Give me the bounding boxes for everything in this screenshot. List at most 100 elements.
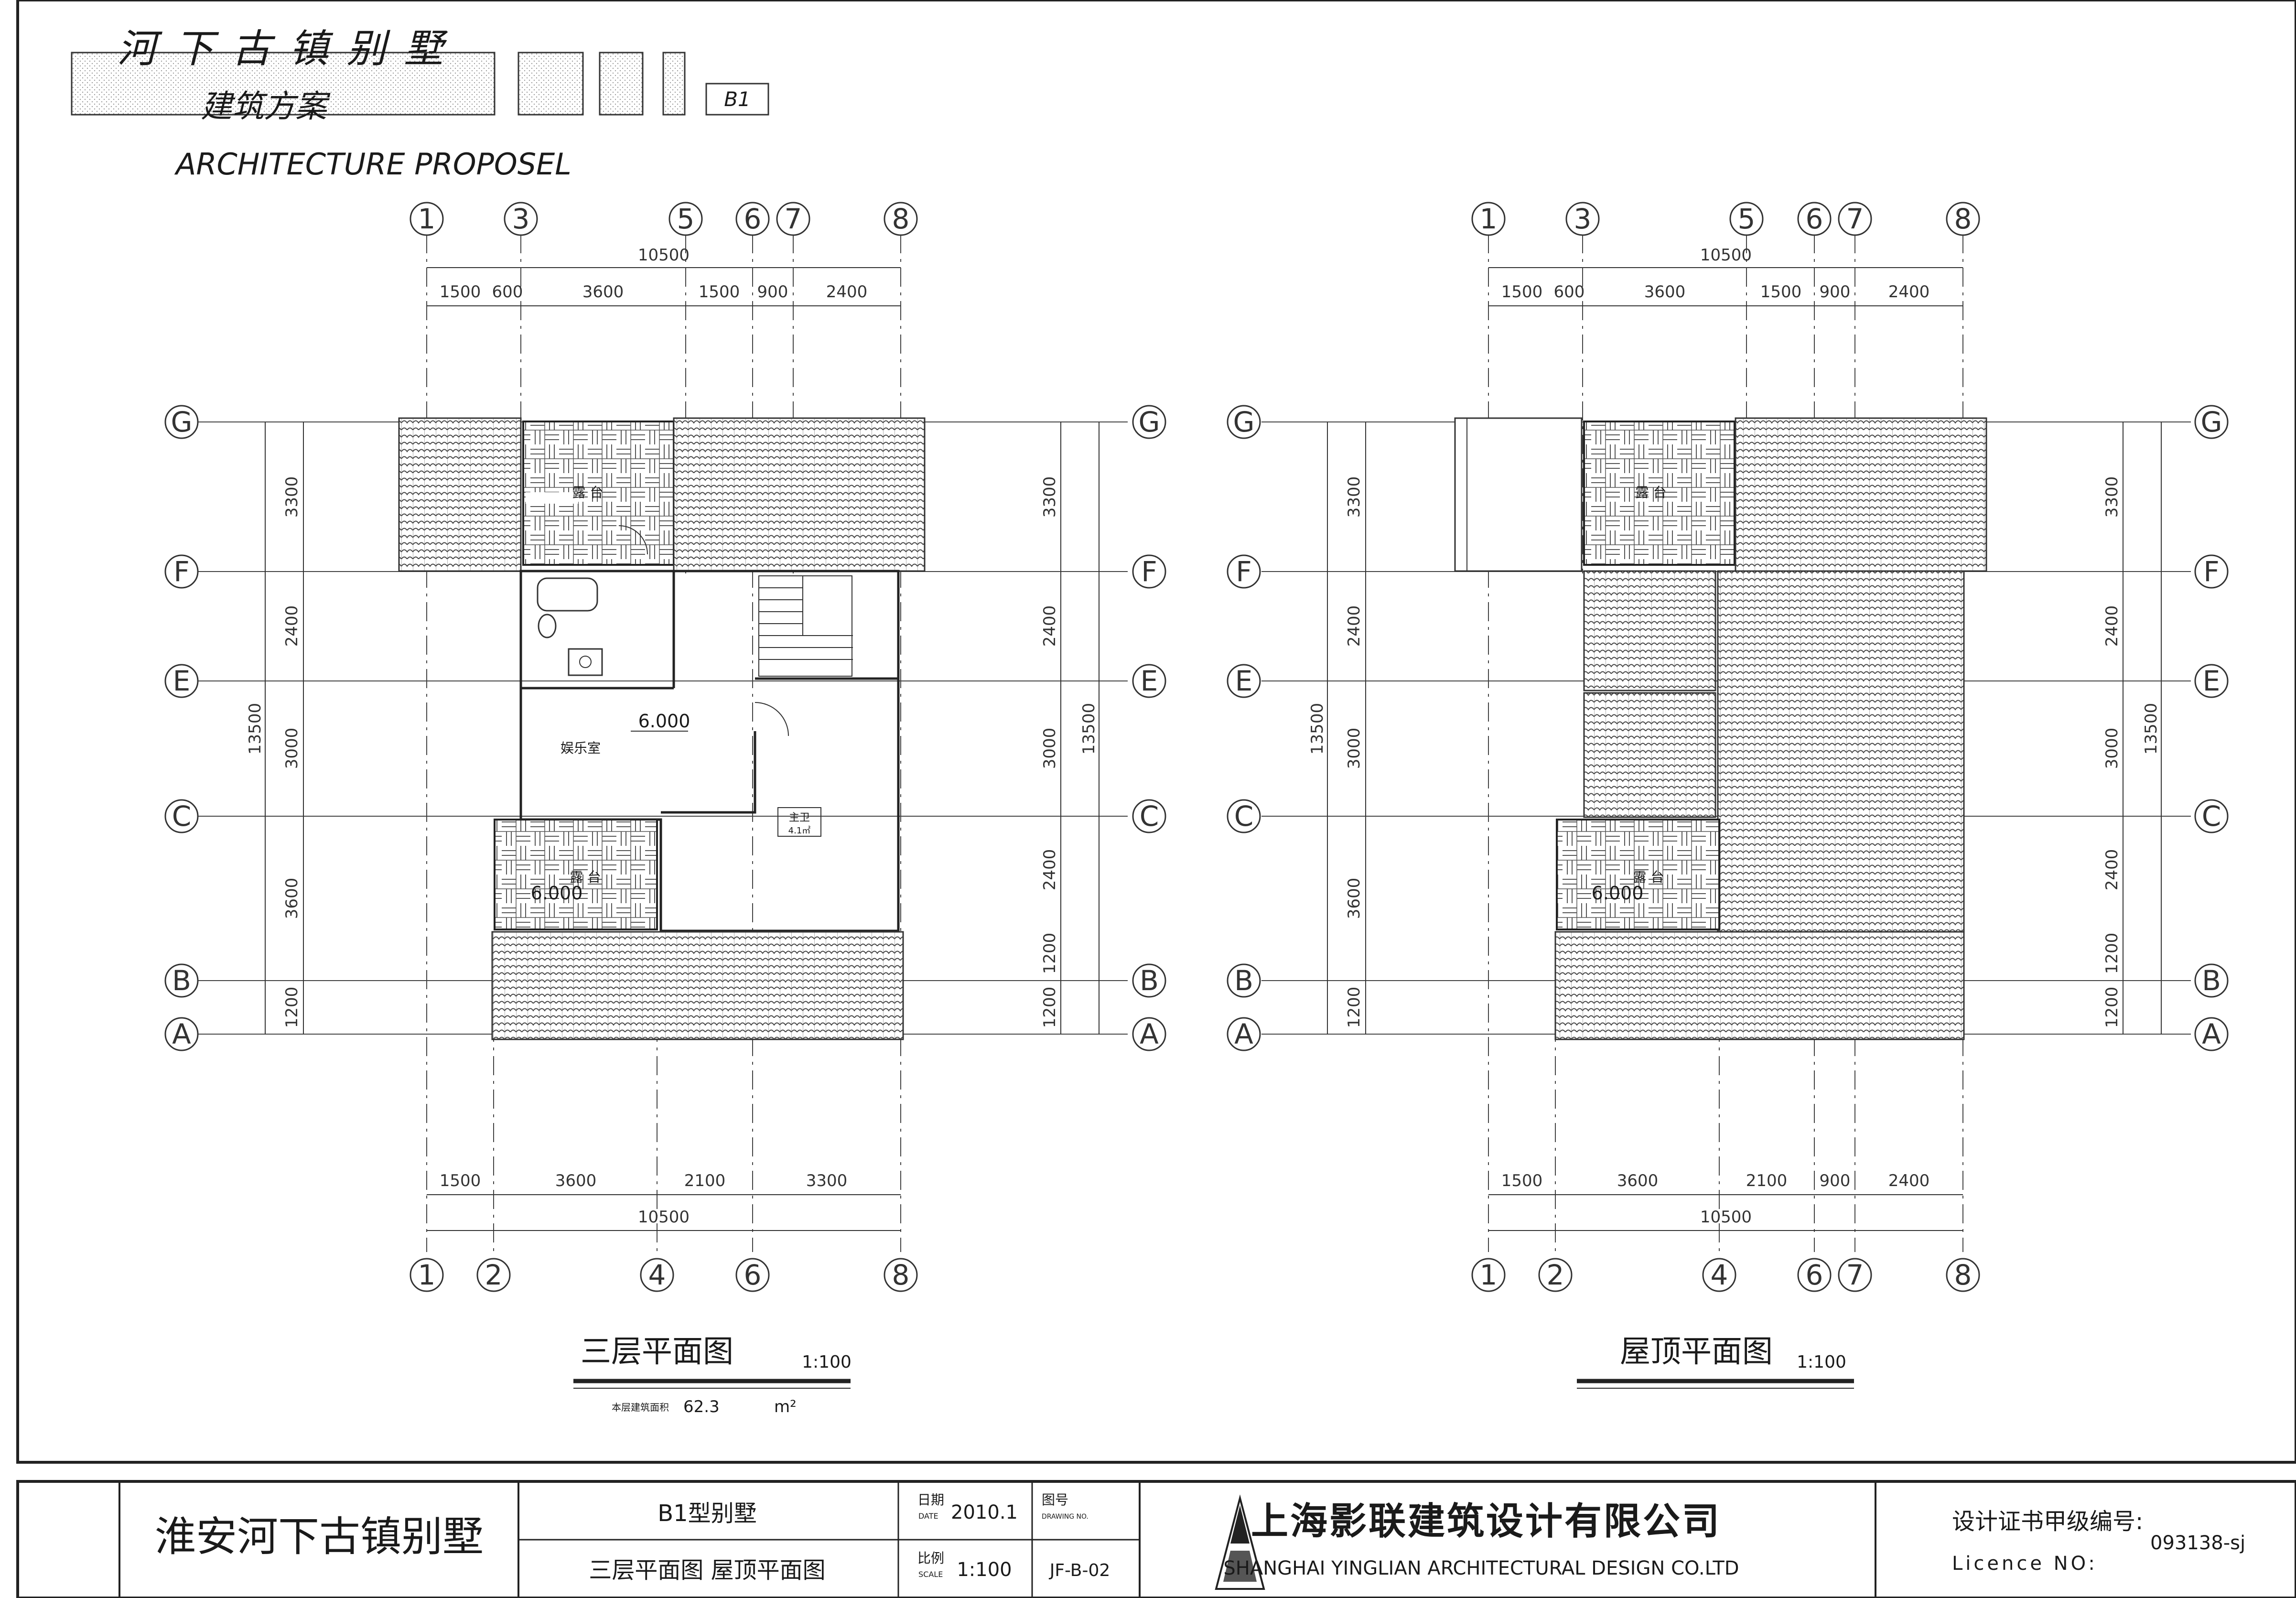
header-subtitle: 建筑方案 [201,88,331,125]
axis-label: 1 [1480,1259,1498,1291]
label-terrace-top-roof: 露 台 [1636,485,1667,500]
axis-label: 1 [418,1259,436,1291]
roof-tiles [398,417,522,572]
sheet-frame [16,0,2296,1464]
axis-label: 3 [512,203,530,235]
dim-seg: 600 [1554,282,1585,302]
dim-seg: 1500 [440,1171,481,1190]
plan-right: 10500 1500 600 3600 1500 900 2400 1 3 5 … [1227,202,2229,1389]
dim-seg: 1500 [1501,1171,1543,1190]
axis-label: A [1234,1018,1253,1050]
area-value: 62.3 [683,1397,720,1416]
basin [568,648,603,676]
bedroom-tag [777,807,821,837]
drawing-names: 三层平面图 屋顶平面图 [589,1557,825,1584]
sheet-tag: B1 [724,87,751,111]
axis-label: 8 [892,203,910,235]
header-hatch-block-2 [517,52,584,116]
dim-row: 3300 [1345,476,1364,518]
header: B1 河 下 古 镇 别 墅 建筑方案 ARCHITECTURE PROPOSE… [71,26,769,182]
header-hatch-block-3 [599,52,644,116]
dim-right-rows-left-plan: 13500 3300 2400 3000 2400 1200 1200 [1040,422,1099,1034]
axis-label: 2 [1547,1259,1564,1291]
area-label: 本层建筑面积 [612,1402,669,1413]
axis-label: 6 [1806,203,1823,235]
axis-label: F [173,555,189,588]
dim-row: 3000 [1040,728,1059,769]
axis-label: G [1233,406,1255,438]
dwgno-label: 图号 [1042,1492,1068,1508]
dim-row: 1200 [1040,933,1059,974]
dwgno-label-en: DRAWING NO. [1042,1513,1089,1521]
axis-label: 5 [677,203,695,235]
roof-tiles-front [491,931,904,1040]
dim-seg: 3300 [806,1171,848,1190]
dim-left-overall: 13500 [246,703,265,755]
label-rec-room: 娱乐室 [561,740,601,756]
label-terrace-top: 露 台 [572,485,604,500]
axis-bubbles-top-right: 1 3 5 6 7 8 [1471,202,1980,236]
axis-label: 1 [418,203,436,235]
dim-row: 2400 [282,605,302,647]
axis-label: G [171,406,193,438]
axis-label: B [172,964,191,997]
axis-label: 4 [1711,1259,1728,1291]
dim-right-plan-right-rows: 13500 3300 2400 3000 2400 1200 1200 [2102,422,2162,1034]
scale-label-en: SCALE [918,1570,943,1579]
dim-row: 3300 [282,476,302,518]
axis-label: 5 [1738,203,1756,235]
dim-row: 2400 [2102,605,2122,647]
terrace-bottom [494,819,658,930]
label-terrace-bottom: 露 台 [570,869,601,885]
roof-tiles [673,417,926,572]
axis-label: C [1140,800,1159,832]
level-main: 6.000 [638,711,690,732]
header-hatch-block [71,52,496,116]
axis-label: E [2203,665,2221,697]
project-name: 淮安河下古镇别墅 [155,1513,484,1561]
bathtub [537,577,598,612]
dim-row: 3000 [1345,728,1364,769]
wall-rec [661,731,756,814]
dim-row: 2400 [2102,849,2122,891]
dim-right-plan-left-rows: 13500 3300 2400 3000 3600 1200 [1308,422,1366,1034]
dim-row: 3000 [2102,728,2122,769]
dim-seg-4: 1500 [699,282,740,302]
dim-row: 1200 [2102,987,2122,1028]
axis-bubbles-bottom-right: 1 2 4 6 7 8 [1471,1258,1980,1292]
stairs [758,575,853,677]
dim-seg-3: 3600 [582,282,624,302]
dim-bottom-right: 1500 3600 2100 900 2400 10500 [1488,1171,1963,1231]
axis-bubbles-top-left: 1 3 5 6 7 8 [410,202,918,236]
dim-row: 3600 [282,878,302,919]
terrace-bottom-roof [1556,819,1720,930]
axis-label: 8 [1954,203,1972,235]
axis-label: G [2201,406,2222,438]
axis-label: C [172,800,192,832]
dim-overall-bottom: 10500 [1700,1208,1752,1227]
roof-tiles [1583,692,1716,818]
header-title: 河 下 古 镇 别 墅 [117,26,448,72]
plan-left: 10500 1500 600 3600 1500 900 2400 1 3 5 … [164,202,1166,1416]
dim-top-right: 10500 1500 600 3600 1500 900 2400 [1488,246,1963,306]
date-label-en: DATE [918,1512,938,1521]
licence-label-en: Licence NO: [1952,1553,2098,1575]
axis-label: F [2203,555,2219,588]
door-swing [618,525,648,555]
dim-right-overall: 13500 [1079,703,1099,755]
axis-label: 1 [1480,203,1498,235]
axis-label: F [1141,555,1157,588]
company-logo [1215,1494,1265,1590]
axis-label: B [1140,964,1159,997]
dim-seg: 2400 [1888,282,1930,302]
axis-label: E [1141,665,1158,697]
dim-seg: 3600 [1644,282,1686,302]
axis-label: B [1234,964,1253,997]
plan-left-scale: 1:100 [802,1352,852,1372]
dim-overall-width: 10500 [1700,246,1752,265]
licence-label: 设计证书甲级编号: [1952,1508,2143,1535]
dim-overall-bottom: 10500 [638,1208,690,1227]
dim-row: 3600 [1345,878,1364,919]
dim-seg: 3600 [1617,1171,1659,1190]
